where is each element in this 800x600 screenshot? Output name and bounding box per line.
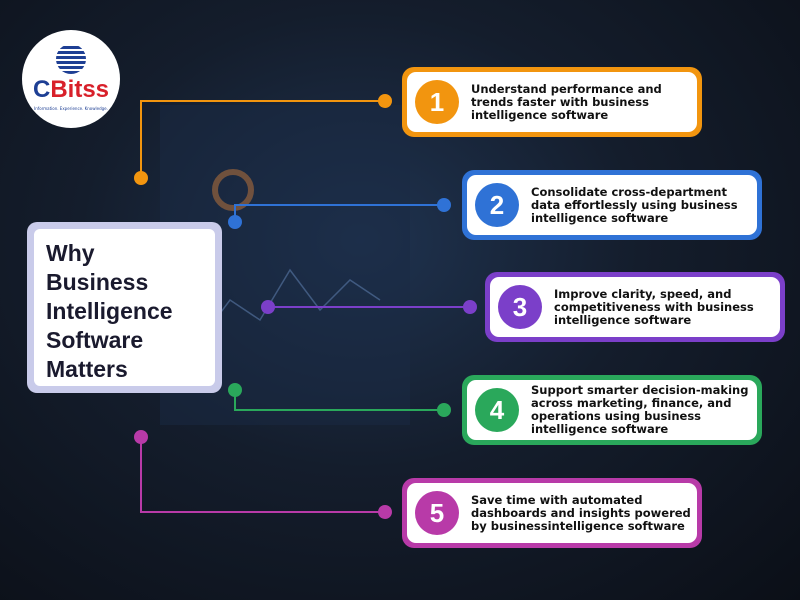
point-text: Save time with automated dashboards and … <box>471 492 691 533</box>
globe-icon <box>56 44 86 74</box>
number-badge: 1 <box>415 80 459 124</box>
number-badge: 5 <box>415 491 459 535</box>
title-box: Why Business Intelligence Software Matte… <box>27 222 222 393</box>
point-card-1: 1 Understand performance and trends fast… <box>402 67 702 137</box>
connector-dot <box>228 383 242 397</box>
connector-dot <box>134 171 148 185</box>
number-badge: 3 <box>498 285 542 329</box>
connector-dot <box>378 94 392 108</box>
connector-dot <box>463 300 477 314</box>
logo-tagline: Information. Experience. Knowledge. <box>34 106 108 111</box>
cbitss-logo: CBitss Information. Experience. Knowledg… <box>22 30 120 128</box>
point-card-3: 3 Improve clarity, speed, and competitiv… <box>485 272 785 342</box>
connector-dot <box>437 198 451 212</box>
connector-dot <box>261 300 275 314</box>
number-badge: 4 <box>475 388 519 432</box>
connector-dot <box>378 505 392 519</box>
page-title: Why Business Intelligence Software Matte… <box>34 229 215 386</box>
number-badge: 2 <box>475 183 519 227</box>
connector-dot <box>228 215 242 229</box>
point-card-2: 2 Consolidate cross-department data effo… <box>462 170 762 240</box>
point-card-4: 4 Support smarter decision-making across… <box>462 375 762 445</box>
point-text: Improve clarity, speed, and competitiven… <box>554 286 754 327</box>
connector-dot <box>134 430 148 444</box>
point-text: Support smarter decision-making across m… <box>531 383 749 436</box>
point-card-5: 5 Save time with automated dashboards an… <box>402 478 702 548</box>
point-text: Consolidate cross-department data effort… <box>531 184 738 225</box>
connector-dot <box>437 403 451 417</box>
point-text: Understand performance and trends faster… <box>471 81 662 122</box>
